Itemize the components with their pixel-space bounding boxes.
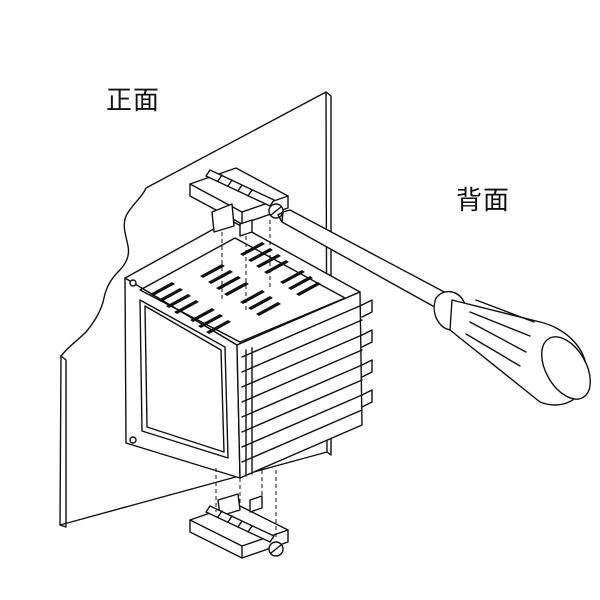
lower-mounting-bracket bbox=[189, 493, 289, 559]
alignment-guides bbox=[215, 220, 277, 540]
upper-mounting-bracket bbox=[189, 167, 289, 237]
controller-body bbox=[124, 219, 373, 479]
front-side-label: 正面 bbox=[106, 86, 161, 116]
screwdriver bbox=[277, 209, 591, 406]
vent-slots bbox=[150, 242, 321, 334]
back-side-label: 背面 bbox=[456, 186, 511, 216]
